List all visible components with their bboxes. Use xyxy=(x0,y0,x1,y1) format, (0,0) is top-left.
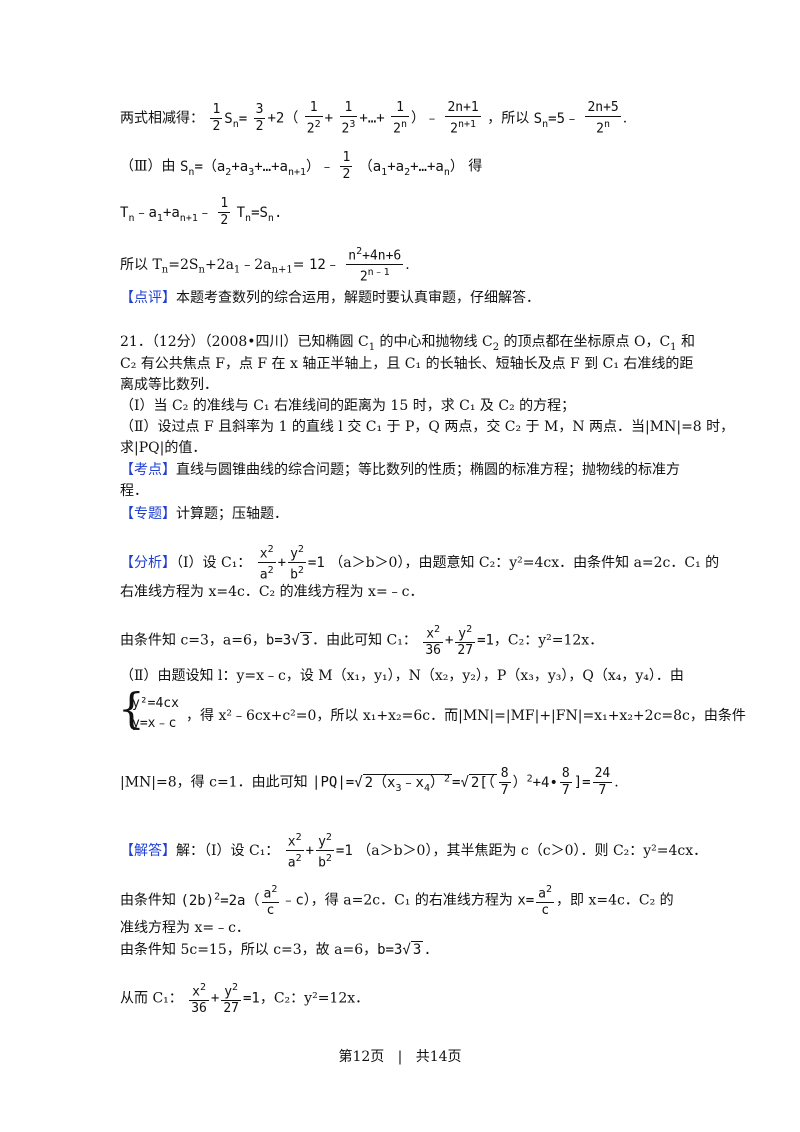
text: 解：（Ⅰ）设 C₁： xyxy=(176,842,280,859)
text: ，所以 xyxy=(487,110,530,127)
text: ，C₂：y²=12x． xyxy=(493,632,604,649)
comment-line: 【点评】本题考查数列的综合运用，解题时要认真审题，仔细解答． xyxy=(120,288,540,308)
comment-text: 本题考查数列的综合运用，解题时要认真审题，仔细解答． xyxy=(176,290,540,306)
page-total: 共14页 xyxy=(415,1049,462,1065)
text: 由条件知 5c=15，所以 c=3，故 a=6， xyxy=(120,942,378,958)
text: ，C₂：y²=12x． xyxy=(259,990,370,1007)
system-brace: { xyxy=(118,684,145,733)
q21-line2: C₂ 有公共焦点 F，点 F 在 x 轴正半轴上，且 C₁ 的长轴长、短轴长及点… xyxy=(120,356,694,372)
text: ，即 x=4c．C₂ 的 xyxy=(556,892,674,909)
q21-part2: （Ⅱ）设过点 F 且斜率为 1 的直线 l 交 C₁ 于 P，Q 两点，交 C₂… xyxy=(120,419,735,435)
comment-tag: 【点评】 xyxy=(120,290,176,306)
fenxi-tag: 【分析】 xyxy=(120,554,176,571)
fenxi-line2: 右准线方程为 x=4c．C₂ 的准线方程为 x=﹣c． xyxy=(120,584,424,600)
system-eq2: y=x﹣c xyxy=(132,716,177,731)
q21-line1: 21．（12分）（2008•四川）已知椭圆 C1 的中心和抛物线 C2 的顶点都… xyxy=(120,334,695,353)
page-number: 第12页 xyxy=(338,1049,385,1065)
text: （a＞b＞0），由题意知 C₂：y²=4cx．由条件知 a=2c．C₁ 的 xyxy=(329,554,720,571)
text: （Ⅰ）设 C₁： xyxy=(176,554,252,571)
text: （Ⅲ）由 xyxy=(120,158,176,175)
text: 的中心和抛物线 C xyxy=(375,334,493,350)
page-footer: 第12页 | 共14页 xyxy=(0,1046,800,1066)
jieda-line4: 由条件知 5c=15，所以 c=3，故 a=6，b=3√3. xyxy=(120,941,432,958)
footer-separator: | xyxy=(397,1049,403,1065)
jieda-line3: 准线方程为 x=﹣c． xyxy=(120,920,250,936)
q21-part2-cont: 求|PQ|的值． xyxy=(120,440,207,456)
text: 由条件知 xyxy=(120,892,176,909)
text: 得 xyxy=(468,158,483,175)
q21-line3: 离成等比数列． xyxy=(120,377,218,393)
text: 21．（12分）（2008•四川）已知椭圆 C xyxy=(120,334,369,350)
kaodian-tag: 【考点】 xyxy=(120,462,176,478)
jieda-tag: 【解答】 xyxy=(120,842,176,859)
zhuanti-line: 【专题】计算题；压轴题． xyxy=(120,504,288,524)
system-eq1: y²=4cx xyxy=(132,696,179,711)
kaodian-text: 直线与圆锥曲线的综合问题；等比数列的性质；椭圆的标准方程；抛物线的标准方 xyxy=(176,462,680,478)
text: ，得 a=2c．C₁ 的右准线方程为 xyxy=(310,892,513,909)
equation-system: y²=4cx y=x﹣c xyxy=(132,694,179,734)
zhuanti-text: 计算题；压轴题． xyxy=(176,506,288,522)
text: 两式相减得： xyxy=(120,110,204,127)
kaodian-line2: 程． xyxy=(120,483,148,499)
text: 从而 C₁： xyxy=(120,990,183,1007)
text: |MN|=8，得 c=1．由此可知 xyxy=(120,774,308,791)
kaodian-line: 【考点】直线与圆锥曲线的综合问题；等比数列的性质；椭圆的标准方程；抛物线的标准方 xyxy=(120,460,680,480)
text: ．由此可知 C₁： xyxy=(312,632,417,649)
text: 的顶点都在坐标原点 O，C xyxy=(499,334,671,350)
text: 由条件知 c=3，a=6， xyxy=(120,632,266,649)
zhuanti-tag: 【专题】 xyxy=(120,506,176,522)
fenxi-line5: ，得 x²﹣6cx+c²=0，所以 x₁+x₂=6c．而|MN|=|MF|+|F… xyxy=(186,708,746,724)
q21-part1: （Ⅰ）当 C₂ 的准线与 C₁ 右准线间的距离为 15 时，求 C₁ 及 C₂ … xyxy=(120,398,576,414)
text: （a＞b＞0），其半焦距为 c（c＞0）．则 C₂：y²=4cx． xyxy=(357,842,708,859)
fenxi-line4: （Ⅱ）由题设知 l：y=x﹣c，设 M（x₁，y₁），N（x₂，y₂），P（x₃… xyxy=(120,668,684,684)
text: 所以 T xyxy=(120,256,162,273)
text: 和 xyxy=(676,334,695,350)
